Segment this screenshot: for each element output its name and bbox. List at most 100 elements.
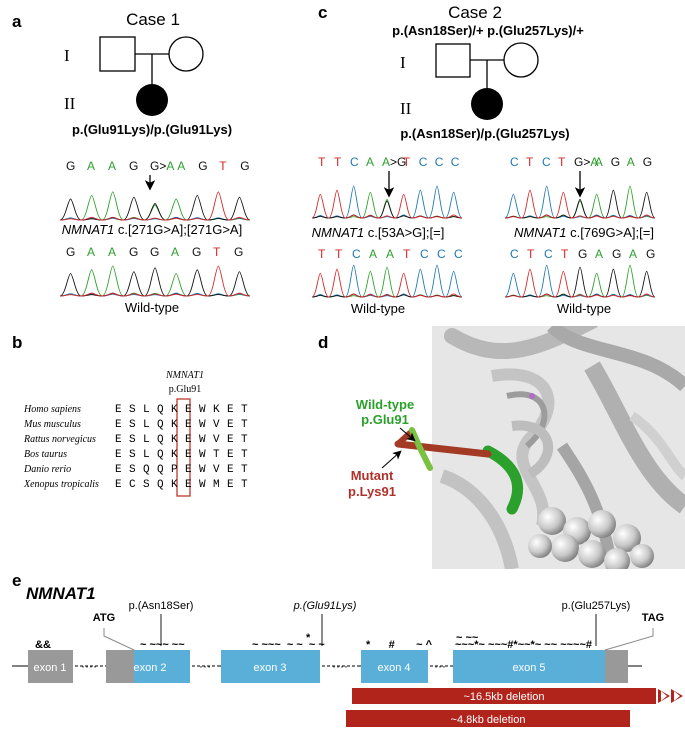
residue: E bbox=[185, 419, 192, 431]
sequence-base: T bbox=[335, 247, 343, 261]
residue: M bbox=[213, 479, 220, 491]
deletion-4kb-label: ~4.8kb deletion bbox=[451, 714, 526, 726]
residue: S bbox=[143, 479, 150, 491]
panel-c-title: Case 2 bbox=[448, 3, 502, 22]
sequence-base: G bbox=[66, 245, 75, 259]
residue: E bbox=[115, 419, 122, 431]
sequence-base: T bbox=[334, 155, 342, 169]
residue: K bbox=[171, 404, 178, 416]
species-name: Bos taurus bbox=[24, 449, 67, 460]
svg-text:···: ··· bbox=[199, 659, 211, 673]
residue: V bbox=[213, 419, 220, 431]
trace-t bbox=[311, 189, 463, 219]
trace-c bbox=[311, 264, 463, 298]
species-name: Homo sapiens bbox=[23, 404, 81, 415]
panel-a-title: Case 1 bbox=[126, 10, 180, 29]
svg-text:····: ···· bbox=[332, 659, 348, 673]
residue: Q bbox=[157, 464, 164, 476]
residue: L bbox=[143, 434, 150, 446]
residue: K bbox=[171, 434, 178, 446]
sequence-base: G bbox=[129, 245, 138, 259]
sequence-base: A bbox=[629, 247, 637, 261]
father-square-c bbox=[435, 43, 471, 78]
residue: E bbox=[185, 449, 192, 461]
residue: Q bbox=[157, 404, 164, 416]
trace-c bbox=[59, 292, 251, 297]
sequence-base: T bbox=[213, 245, 221, 259]
residue: L bbox=[143, 449, 150, 461]
residue: Q bbox=[157, 479, 164, 491]
species-name: Mus musculus bbox=[23, 419, 81, 430]
residue: S bbox=[129, 404, 136, 416]
residue: Q bbox=[157, 434, 164, 446]
case2-genotype: p.(Asn18Ser)/p.(Glu257Lys) bbox=[400, 126, 569, 141]
trace-c bbox=[59, 216, 251, 221]
residue: K bbox=[213, 404, 220, 416]
mother-circle bbox=[168, 36, 204, 72]
exon2-marks: ~ ~~~ ~~ bbox=[140, 639, 185, 651]
sequence-base: G bbox=[643, 155, 652, 169]
case2-right-variant-label: NMNAT1 c.[769G>A];[=] bbox=[514, 225, 654, 240]
trace-g bbox=[504, 266, 656, 298]
trace-c bbox=[504, 264, 656, 298]
generation-ii-label-c: II bbox=[400, 99, 412, 118]
svg-text:···: ··· bbox=[434, 659, 446, 673]
residue: C bbox=[129, 479, 136, 491]
exon-1-label: exon 1 bbox=[33, 662, 66, 674]
residue: V bbox=[213, 434, 220, 446]
exon-3-box bbox=[221, 650, 320, 683]
exon4-marks: * # ~ ^ bbox=[366, 639, 433, 651]
sequence-base: A bbox=[386, 247, 394, 261]
residue: E bbox=[115, 479, 122, 491]
case2-right-wildtype-label: Wild-type bbox=[557, 301, 611, 316]
sequence-base: T bbox=[527, 247, 535, 261]
species-name: Rattus norvegicus bbox=[23, 434, 96, 445]
panel-d: d bbox=[318, 326, 685, 569]
protein-structure-render bbox=[432, 326, 685, 569]
residue: S bbox=[129, 434, 136, 446]
sequence-base: T bbox=[219, 159, 227, 173]
sequence-base: C bbox=[352, 247, 361, 261]
residue: E bbox=[227, 404, 234, 416]
parents-genotype: p.(Asn18Ser)/+ p.(Glu257Lys)/+ bbox=[392, 23, 584, 38]
sequence-base: A bbox=[369, 247, 377, 261]
sequence-base: G bbox=[612, 247, 621, 261]
sequence-base: C bbox=[542, 155, 551, 169]
trace-t bbox=[504, 268, 656, 298]
trace-t bbox=[504, 189, 656, 219]
variant-asn18ser-label: p.(Asn18Ser) bbox=[129, 600, 194, 612]
variant-glu91lys-label: p.(Glu91Lys) bbox=[293, 600, 357, 612]
residue: E bbox=[115, 449, 122, 461]
residue: E bbox=[227, 479, 234, 491]
sequence-base: T bbox=[318, 155, 326, 169]
trace-a bbox=[59, 191, 251, 221]
sequence-base: G bbox=[234, 245, 243, 259]
stop-codon-label: TAG bbox=[642, 612, 664, 624]
sequence-base: A bbox=[171, 245, 179, 259]
residue: E bbox=[185, 434, 192, 446]
exon3-marks: ~ ~~~ ~ ~ ~ ~ bbox=[252, 639, 325, 651]
sequence-base: C bbox=[420, 247, 429, 261]
sequence-base: G bbox=[646, 247, 655, 261]
residue: K bbox=[171, 449, 178, 461]
sequence-base: C bbox=[510, 247, 519, 261]
panel-e-label: e bbox=[12, 571, 21, 590]
sequence-base: T bbox=[561, 247, 569, 261]
affected-child-circle bbox=[136, 84, 168, 116]
trace-t bbox=[59, 191, 251, 221]
sequence-base: A bbox=[108, 159, 116, 173]
mutant-residue-label-line2: p.Lys91 bbox=[348, 484, 396, 499]
residue: T bbox=[241, 479, 248, 491]
residue: W bbox=[199, 434, 206, 446]
residue: T bbox=[241, 449, 248, 461]
exon-4-box bbox=[361, 650, 428, 683]
alignment-gene-header: NMNAT1 bbox=[165, 370, 204, 381]
residue: E bbox=[227, 464, 234, 476]
sequence-base: G bbox=[66, 159, 75, 173]
residue: K bbox=[171, 419, 178, 431]
